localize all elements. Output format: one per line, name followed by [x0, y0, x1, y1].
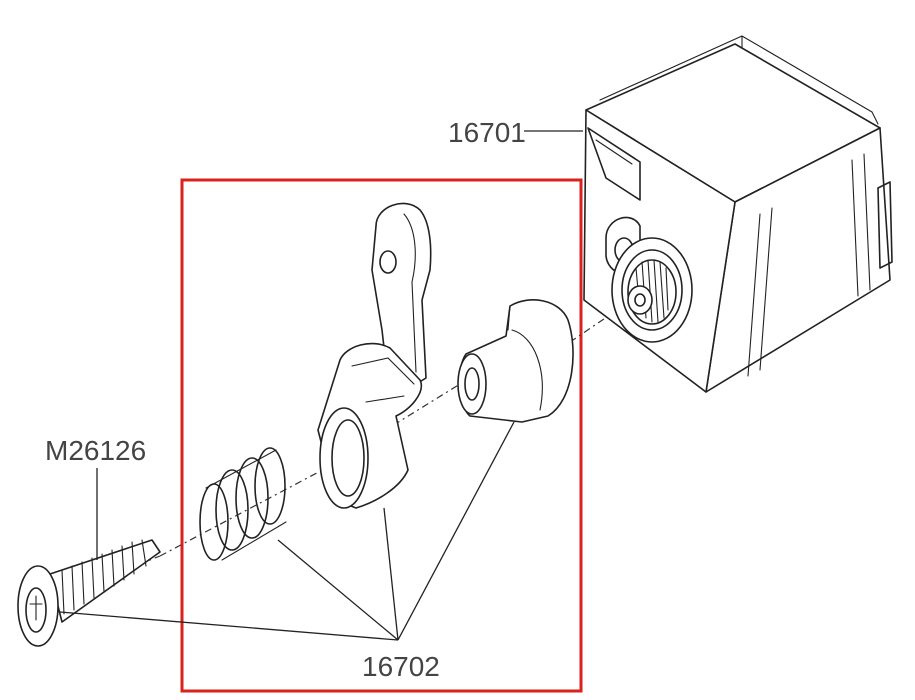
servo-motor-icon [583, 35, 893, 393]
leader-line-16702 [383, 507, 399, 641]
assembly-axis [159, 465, 331, 557]
saver-collar-icon [457, 299, 574, 423]
leader-line-16702 [277, 539, 399, 641]
highlight-frame [180, 178, 583, 693]
leader-line-16702 [59, 611, 399, 641]
output-spline [627, 259, 677, 325]
screw-icon [17, 539, 161, 647]
servo-saver-arm-icon [317, 202, 432, 509]
part-label-m26126: M26126 [45, 435, 146, 466]
part-label-16701: 16701 [448, 117, 526, 148]
part-label-16702: 16702 [362, 651, 440, 682]
spring-icon [199, 447, 287, 561]
leader-line-16702 [397, 421, 515, 641]
